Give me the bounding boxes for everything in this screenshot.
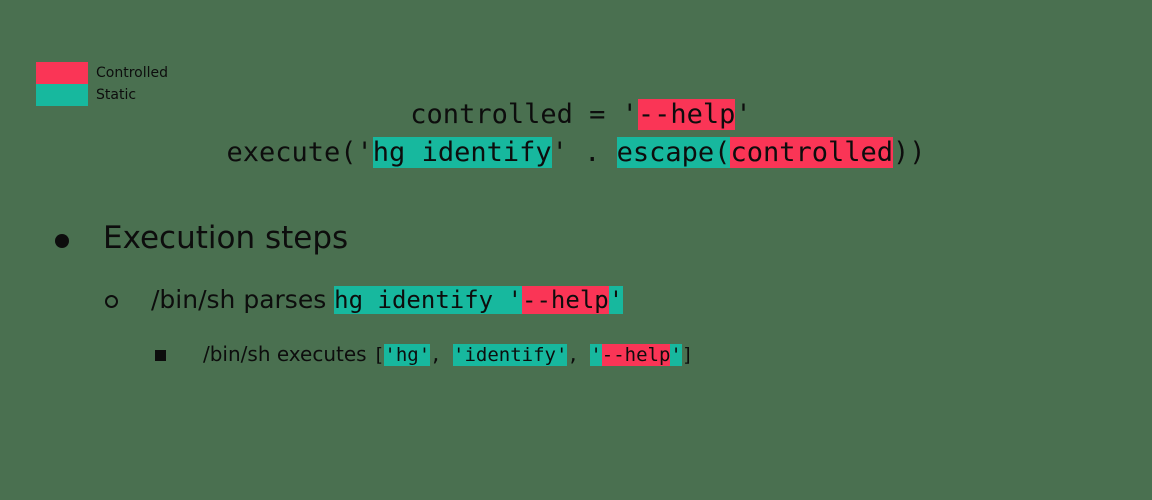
code-seg-static: escape( <box>616 137 731 168</box>
outline-seg-plain: , <box>567 343 591 366</box>
code-seg-plain: execute(' <box>226 137 373 168</box>
outline-item-level3: /bin/sh executes ['hg', 'identify', '--h… <box>155 339 1152 371</box>
outline-item-level2: /bin/sh parses hg identify '--help' <box>105 283 1152 319</box>
code-seg-plain: ' <box>735 99 752 130</box>
filled-square-bullet-icon <box>155 340 203 370</box>
outline-seg-plain: ] <box>681 343 694 366</box>
code-line-assignment: controlled = '--help' <box>0 96 1152 134</box>
outline-label-execution-steps: Execution steps <box>103 220 349 256</box>
outline-seg-controlled: --help <box>522 286 609 314</box>
code-seg-plain: controlled = ' <box>410 99 638 130</box>
legend-label-controlled: Controlled <box>96 65 168 81</box>
code-seg-plain: )) <box>893 137 926 168</box>
outline-seg-static: hg identify ' <box>334 286 523 314</box>
filled-disc-bullet-icon <box>55 221 103 261</box>
code-snippet: controlled = '--help' execute('hg identi… <box>0 96 1152 172</box>
code-seg-static: hg identify <box>372 137 552 168</box>
code-line-execute: execute('hg identify' . escape(controlle… <box>0 134 1152 172</box>
controlled-swatch-icon <box>36 62 88 84</box>
legend-item-static: Static <box>36 84 168 106</box>
outline-level3-content: /bin/sh executes ['hg', 'identify', '--h… <box>203 339 693 370</box>
execution-steps-outline: Execution steps /bin/sh parses hg identi… <box>0 218 1152 370</box>
code-seg-controlled: --help <box>637 99 736 130</box>
hollow-circle-bullet-icon <box>105 285 151 319</box>
outline-seg-static: 'hg' <box>384 343 431 366</box>
legend-item-controlled: Controlled <box>36 62 168 84</box>
outline-seg-static: ' <box>608 286 624 314</box>
outline-level2-prefix: /bin/sh parses <box>151 285 335 314</box>
outline-level2-content: /bin/sh parses hg identify '--help' <box>151 283 624 317</box>
outline-seg-controlled: --help <box>601 343 671 366</box>
outline-level3-prefix: /bin/sh executes <box>203 341 373 366</box>
legend-label-static: Static <box>96 87 137 103</box>
outline-seg-plain: [ <box>372 343 385 366</box>
outline-seg-plain: , <box>430 343 454 366</box>
static-swatch-icon <box>36 84 88 106</box>
outline-item-level1: Execution steps <box>55 218 1152 261</box>
outline-seg-static: ' <box>670 343 682 366</box>
code-seg-plain: ' . <box>551 137 617 168</box>
code-seg-controlled: controlled <box>730 137 893 168</box>
outline-seg-static: 'identify' <box>453 343 568 366</box>
outline-seg-static: ' <box>590 343 602 366</box>
color-legend: Controlled Static <box>36 62 168 106</box>
